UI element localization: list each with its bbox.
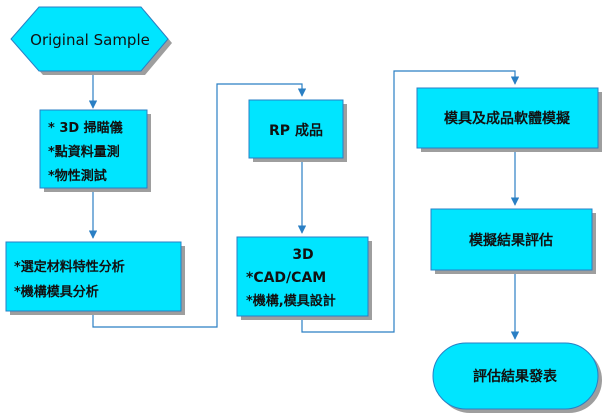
node-scan-shape [39, 109, 148, 189]
node-sim: 模具及成品軟體模擬 [416, 87, 602, 152]
node-publish-label: 評估結果發表 [473, 368, 558, 385]
connector-analysis-to-rp [92, 83, 307, 328]
node-sim-shape [416, 87, 599, 149]
node-analysis-line-2: *機構模具分析 [14, 284, 99, 300]
node-cad-line-3: *機構,模具設計 [246, 293, 336, 309]
node-publish-shape [432, 342, 599, 410]
node-rp-shape [248, 99, 344, 159]
node-rp: RP 成品 [248, 99, 347, 162]
node-start-label: Original Sample [30, 31, 150, 49]
node-cad-shape [236, 236, 369, 317]
node-start: Original Sample [10, 6, 172, 75]
node-sim-label: 模具及成品軟體模擬 [444, 110, 571, 127]
node-scan-line-1: * 3D 掃瞄儀 [48, 120, 123, 136]
node-analysis: *選定材料特性分析 *機構模具分析 [5, 241, 185, 315]
node-eval-label: 模擬結果評估 [469, 232, 553, 249]
node-publish: 評估結果發表 [432, 342, 602, 413]
node-cad: 3D *CAD/CAM *機構,模具設計 [236, 236, 372, 320]
node-analysis-line-1: *選定材料特性分析 [14, 259, 125, 275]
node-scan: * 3D 掃瞄儀 *點資料量測 *物性測試 [39, 109, 151, 192]
node-eval-shape [430, 208, 593, 271]
node-analysis-shape [5, 241, 182, 312]
node-scan-line-3: *物性測試 [48, 168, 107, 184]
connectors [88, 70, 520, 340]
node-scan-line-2: *點資料量測 [48, 144, 120, 160]
connector-cad-to-sim [301, 70, 520, 333]
node-rp-label: RP 成品 [269, 122, 323, 139]
node-start-shape [10, 6, 169, 72]
node-cad-line-1: 3D [292, 247, 313, 263]
node-eval: 模擬結果評估 [430, 208, 596, 274]
node-cad-line-2: *CAD/CAM [246, 270, 326, 286]
